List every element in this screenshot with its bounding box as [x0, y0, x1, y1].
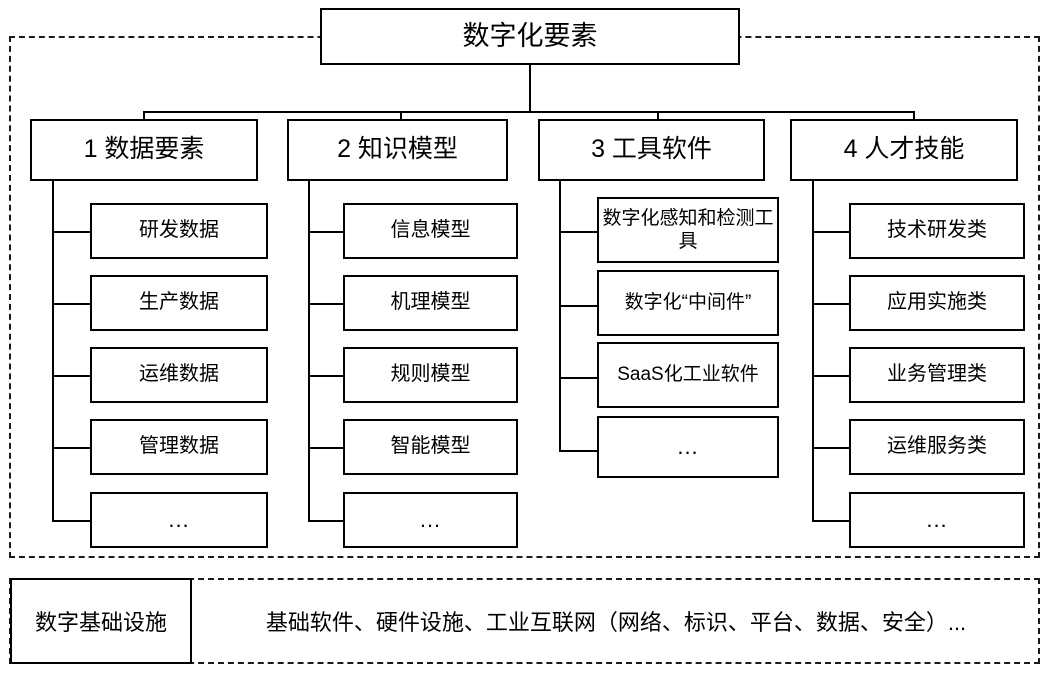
category-3-stub-3 — [559, 377, 597, 379]
root-connector-stub — [529, 64, 531, 112]
category-header-2-label: 2 知识模型 — [337, 135, 458, 164]
leaf-node-more[interactable]: ... — [597, 416, 779, 478]
category-drop-4 — [913, 111, 915, 120]
category-header-2[interactable]: 2 知识模型 — [287, 119, 508, 181]
root-node-label: 数字化要素 — [462, 20, 598, 51]
leaf-node[interactable]: 数字化“中间件” — [597, 270, 779, 336]
category-4-stub-3 — [812, 375, 849, 377]
infrastructure-label: 数字基础设施 — [34, 610, 167, 635]
leaf-label: 数字化“中间件” — [624, 292, 752, 314]
category-header-4[interactable]: 4 人才技能 — [790, 119, 1018, 181]
leaf-node[interactable]: 研发数据 — [90, 203, 268, 259]
leaf-label: 技术研发类 — [887, 219, 987, 242]
category-3-stub-4 — [559, 450, 597, 452]
leaf-node[interactable]: 运维数据 — [90, 347, 268, 403]
leaf-node-more[interactable]: ... — [343, 492, 518, 548]
category-drop-1 — [143, 111, 145, 120]
leaf-node[interactable]: 管理数据 — [90, 419, 268, 475]
leaf-node-more[interactable]: ... — [90, 492, 268, 548]
leaf-label: 运维数据 — [139, 363, 219, 386]
infrastructure-label-box[interactable]: 数字基础设施 — [10, 578, 192, 664]
category-1-stub-4 — [52, 447, 90, 449]
infrastructure-content-label: 基础软件、硬件设施、工业互联网（网络、标识、平台、数据、安全）... — [265, 610, 967, 635]
category-header-1[interactable]: 1 数据要素 — [30, 119, 258, 181]
leaf-label: ... — [419, 507, 442, 533]
category-header-3-label: 3 工具软件 — [591, 135, 712, 164]
category-1-spine — [52, 181, 54, 522]
leaf-node[interactable]: 规则模型 — [343, 347, 518, 403]
leaf-label: 管理数据 — [139, 435, 219, 458]
category-4-stub-1 — [812, 231, 849, 233]
category-drop-2 — [400, 111, 402, 120]
leaf-label: ... — [168, 507, 190, 533]
leaf-label: 规则模型 — [390, 363, 471, 386]
category-2-stub-3 — [308, 375, 343, 377]
leaf-label: 数字化感知和检测工具 — [602, 207, 774, 252]
category-header-1-label: 1 数据要素 — [83, 135, 205, 164]
leaf-label: 生产数据 — [139, 291, 219, 314]
leaf-label: SaaS化工业软件 — [617, 364, 759, 386]
leaf-label: 应用实施类 — [887, 291, 987, 314]
leaf-node[interactable]: 业务管理类 — [849, 347, 1025, 403]
leaf-label: ... — [677, 434, 699, 460]
leaf-label: 智能模型 — [390, 435, 471, 458]
category-2-stub-4 — [308, 447, 343, 449]
leaf-label: 业务管理类 — [887, 363, 987, 386]
category-4-stub-5 — [812, 520, 849, 522]
category-4-stub-4 — [812, 447, 849, 449]
category-header-4-label: 4 人才技能 — [843, 135, 965, 164]
leaf-node[interactable]: 应用实施类 — [849, 275, 1025, 331]
category-3-stub-2 — [559, 305, 597, 307]
category-2-stub-2 — [308, 303, 343, 305]
leaf-node[interactable]: SaaS化工业软件 — [597, 342, 779, 408]
leaf-label: 运维服务类 — [887, 435, 987, 458]
category-4-spine — [812, 181, 814, 522]
leaf-label: 信息模型 — [390, 219, 471, 242]
category-drop-3 — [657, 111, 659, 120]
leaf-node[interactable]: 技术研发类 — [849, 203, 1025, 259]
leaf-node[interactable]: 智能模型 — [343, 419, 518, 475]
category-2-stub-1 — [308, 231, 343, 233]
leaf-node-more[interactable]: ... — [849, 492, 1025, 548]
category-2-spine — [308, 181, 310, 522]
leaf-label: 研发数据 — [139, 219, 219, 242]
category-1-stub-3 — [52, 375, 90, 377]
leaf-node[interactable]: 数字化感知和检测工具 — [597, 197, 779, 263]
category-3-spine — [559, 181, 561, 452]
root-connector-bus — [143, 111, 915, 113]
root-node-digital-elements[interactable]: 数字化要素 — [320, 8, 740, 65]
category-1-stub-5 — [52, 520, 90, 522]
category-3-stub-1 — [559, 231, 597, 233]
category-4-stub-2 — [812, 303, 849, 305]
leaf-node[interactable]: 运维服务类 — [849, 419, 1025, 475]
leaf-label: 机理模型 — [390, 291, 471, 314]
category-1-stub-1 — [52, 231, 90, 233]
leaf-node[interactable]: 机理模型 — [343, 275, 518, 331]
leaf-node[interactable]: 信息模型 — [343, 203, 518, 259]
category-header-3[interactable]: 3 工具软件 — [538, 119, 765, 181]
leaf-node[interactable]: 生产数据 — [90, 275, 268, 331]
category-1-stub-2 — [52, 303, 90, 305]
category-2-stub-5 — [308, 520, 343, 522]
infrastructure-content: 基础软件、硬件设施、工业互联网（网络、标识、平台、数据、安全）... — [192, 578, 1040, 664]
leaf-label: ... — [926, 507, 948, 533]
